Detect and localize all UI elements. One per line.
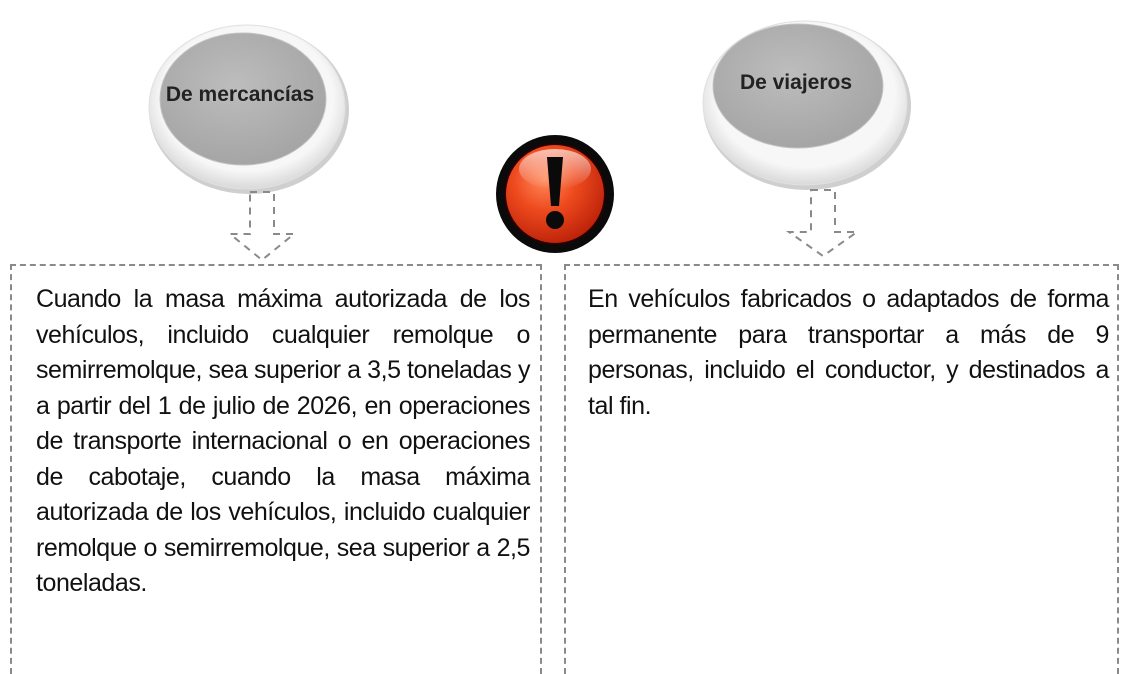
description-box-goods: Cuando la masa máxima autorizada de los … (10, 264, 542, 674)
category-bubble-goods: De mercancías (143, 14, 355, 202)
down-arrow-icon (222, 188, 302, 264)
description-text-goods: Cuando la masa máxima autorizada de los … (36, 285, 530, 597)
bubble-shape (148, 24, 349, 194)
bubble-shape (702, 20, 911, 190)
description-box-passengers: En vehículos fabricados o adaptados de f… (564, 264, 1119, 674)
description-text-passengers: En vehículos fabricados o adaptados de f… (588, 285, 1109, 420)
category-label-passengers: De viajeros (739, 71, 853, 95)
exclamation-warning-icon (494, 133, 616, 255)
category-label-goods: De mercancías (165, 83, 315, 107)
category-bubble-passengers: De viajeros (695, 10, 917, 198)
down-arrow-icon (779, 186, 867, 260)
